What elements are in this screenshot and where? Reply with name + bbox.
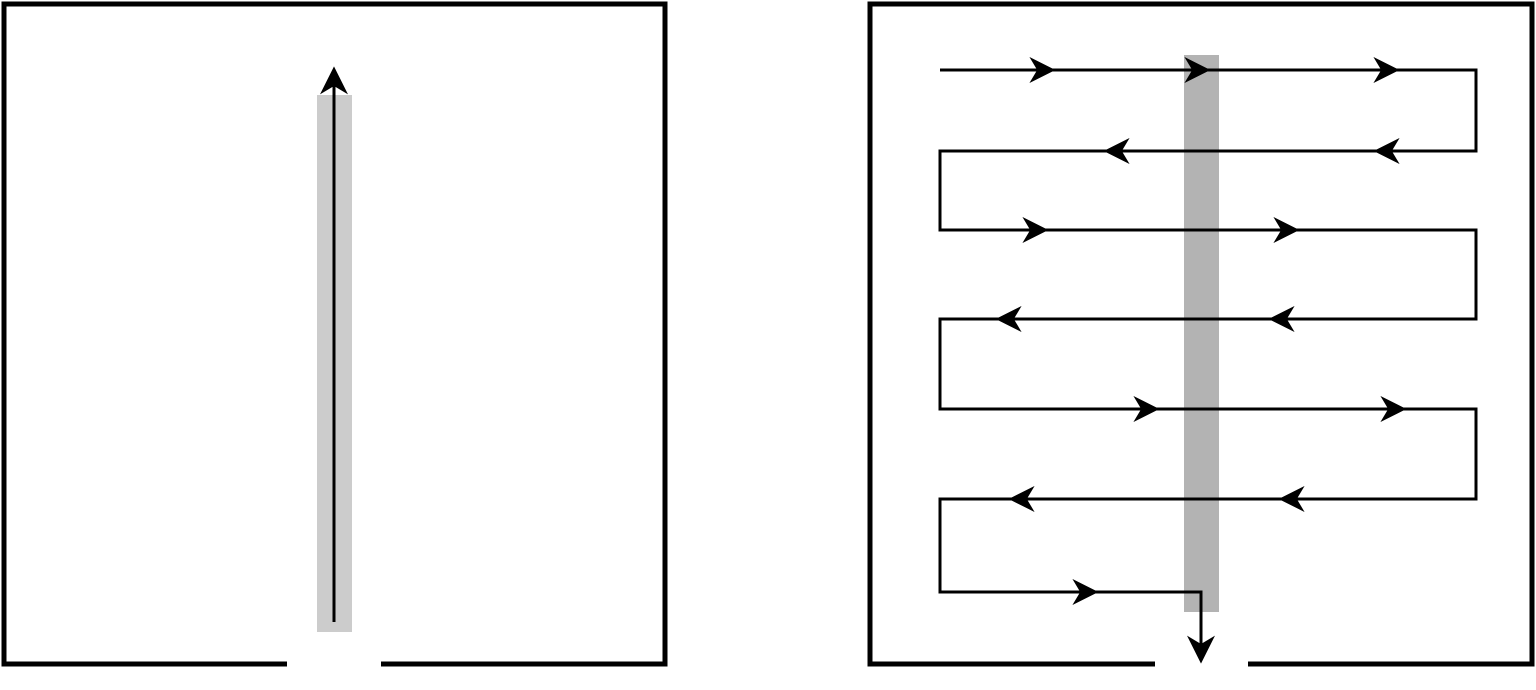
right-serpentine-path <box>938 68 1478 664</box>
left-panel <box>1 1 668 667</box>
left-room-outline <box>1 1 668 667</box>
right-room-outline <box>867 1 1535 667</box>
right-highlight-band <box>1184 55 1219 612</box>
right-panel <box>867 1 1535 667</box>
